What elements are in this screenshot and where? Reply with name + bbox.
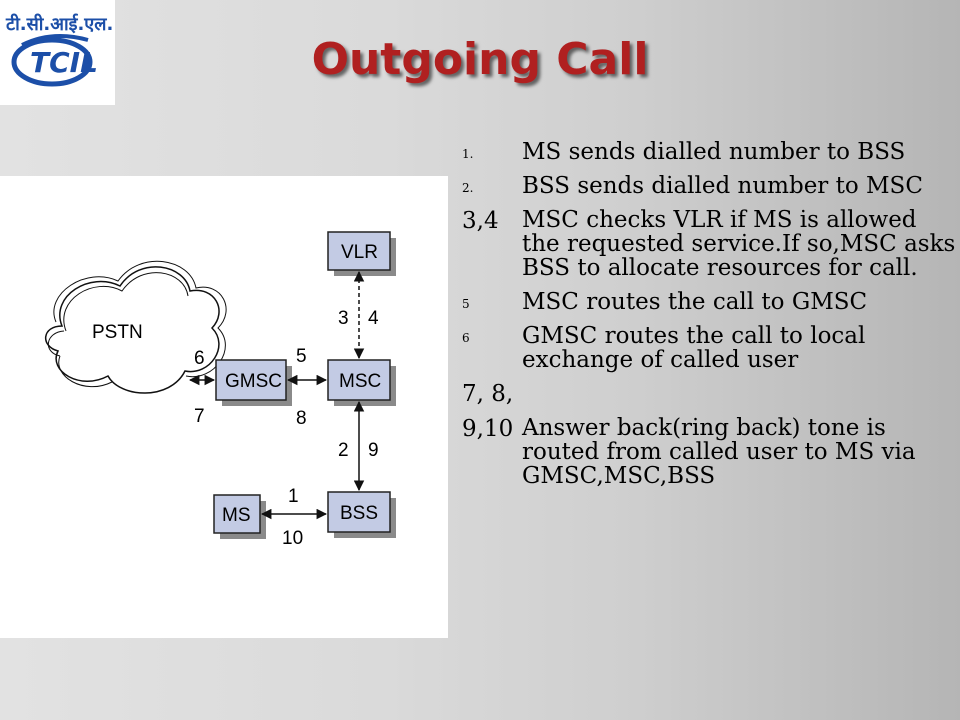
edge-label-10: 10 <box>282 528 303 549</box>
tcil-logo-mark: TCIL टी.सी.आई.एल. <box>5 13 113 87</box>
diagram-svg: PSTN GMSC MSC VLR BSS MS 6 7 5 8 3 4 <box>45 231 396 549</box>
gmsc-box <box>215 359 287 401</box>
edge-label-5: 5 <box>296 346 307 367</box>
step-number: 5 <box>462 297 470 311</box>
step-number: 2. <box>462 181 474 195</box>
step-item: 5 MSC routes the call to GMSC <box>462 290 960 314</box>
pstn-label: PSTN <box>92 322 143 343</box>
step-number: 9,10 <box>462 416 514 442</box>
step-number: 6 <box>462 331 470 345</box>
step-item: 3,4 MSC checks VLR if MS is allowed the … <box>462 208 960 280</box>
edge-label-6: 6 <box>194 348 205 369</box>
edge-label-3: 3 <box>338 308 349 329</box>
step-text: MS sends dialled number to BSS <box>522 139 906 165</box>
gmsc-label: GMSC <box>225 371 282 392</box>
step-text: GMSC routes the call to local exchange o… <box>522 323 866 373</box>
edge-label-9: 9 <box>368 440 379 461</box>
step-item: 2. BSS sends dialled number to MSC <box>462 174 960 198</box>
step-item: 9,10 Answer back(ring back) tone is rout… <box>462 416 960 488</box>
step-number: 1. <box>462 147 474 161</box>
edge-label-4: 4 <box>368 308 379 329</box>
edge-label-8: 8 <box>296 408 307 429</box>
vlr-box <box>327 231 391 271</box>
msc-box <box>327 359 391 401</box>
tcil-logo: TCIL टी.सी.आई.एल. <box>0 0 115 105</box>
step-text: MSC checks VLR if MS is allowed the requ… <box>522 207 956 281</box>
svg-text:TCIL: TCIL <box>30 46 98 79</box>
bss-label: BSS <box>340 503 378 524</box>
svg-text:टी.सी.आई.एल.: टी.सी.आई.एल. <box>5 13 113 35</box>
ms-label: MS <box>222 505 251 526</box>
bss-box <box>327 491 391 533</box>
step-text: BSS sends dialled number to MSC <box>522 173 923 199</box>
pstn-cloud <box>45 260 227 394</box>
network-diagram: PSTN GMSC MSC VLR BSS MS 6 7 5 8 3 4 <box>0 176 448 638</box>
steps-list: 1. MS sends dialled number to BSS 2. BSS… <box>462 140 960 498</box>
step-number: 3,4 <box>462 208 499 234</box>
edge-label-7: 7 <box>194 406 205 427</box>
edge-label-1: 1 <box>288 486 299 507</box>
ms-box <box>213 494 261 534</box>
slide-title: Outgoing Call <box>311 34 649 85</box>
edge-label-2: 2 <box>338 440 349 461</box>
msc-label: MSC <box>339 371 381 392</box>
step-item: 6 GMSC routes the call to local exchange… <box>462 324 960 372</box>
step-text: MSC routes the call to GMSC <box>522 289 868 315</box>
step-item: 1. MS sends dialled number to BSS <box>462 140 960 164</box>
vlr-label: VLR <box>341 242 378 263</box>
step-item-plain: 7, 8, <box>462 381 514 407</box>
step-text: Answer back(ring back) tone is routed fr… <box>522 415 916 489</box>
